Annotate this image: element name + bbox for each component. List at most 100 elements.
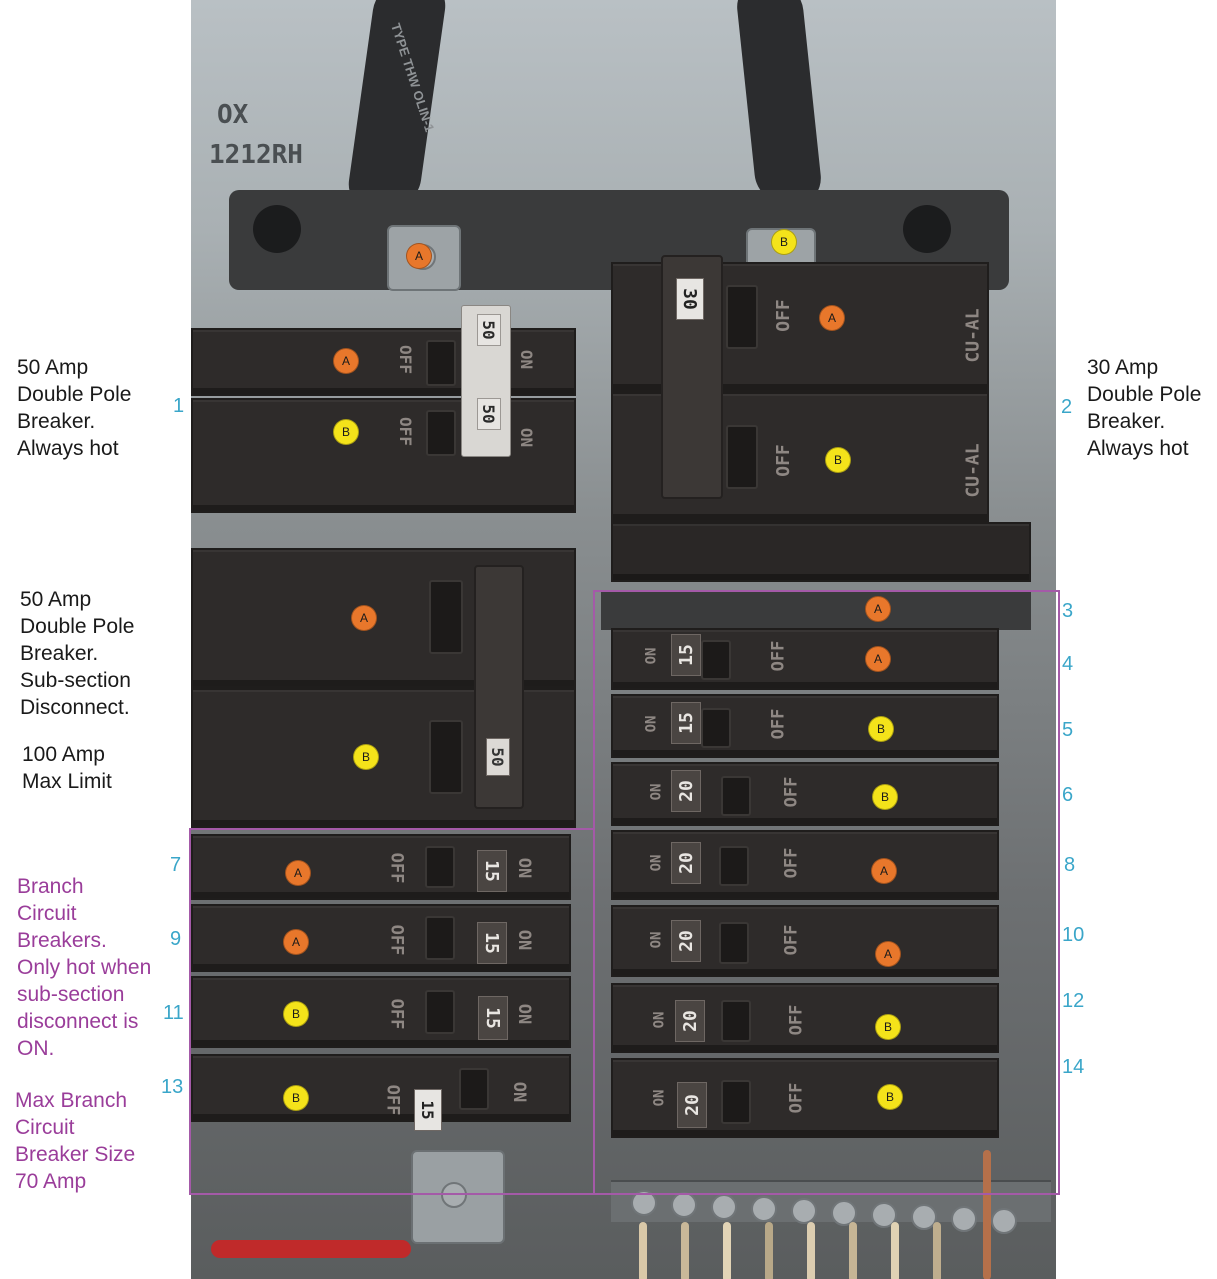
neutral-screw-3 <box>711 1194 737 1220</box>
neutral-screw-5 <box>791 1198 817 1224</box>
circuit-number-7: 7 <box>170 854 182 876</box>
wire-2 <box>681 1222 689 1279</box>
breaker-8-handle[interactable] <box>719 846 749 886</box>
breaker-13-phase-dot: B <box>283 1085 309 1111</box>
breaker-11-handle[interactable] <box>425 990 455 1034</box>
neutral-screw-8 <box>911 1204 937 1230</box>
breaker-2-off-mark-a: OFF <box>772 299 794 332</box>
breaker-2-handle-b[interactable] <box>726 425 758 489</box>
neutral-screw-6 <box>831 1200 857 1226</box>
neutral-screw-10 <box>991 1208 1017 1234</box>
wire-4 <box>765 1222 773 1279</box>
right-subsection-outline <box>593 590 1060 1195</box>
neutral-screw-9 <box>951 1206 977 1232</box>
red-wire <box>211 1240 411 1258</box>
breaker-1-pole-a[interactable] <box>191 328 576 396</box>
subsection-handle-b[interactable] <box>429 720 463 794</box>
breaker-4-phase-dot: A <box>865 646 891 672</box>
annotation-breaker-2: 30 Amp Double Pole Breaker. Always hot <box>1087 356 1202 460</box>
breaker-14-phase-dot: B <box>877 1084 903 1110</box>
neutral-screw-2 <box>671 1192 697 1218</box>
breaker-2-cual-mark-a: CU-AL <box>962 308 984 363</box>
subsection-rating: 50 <box>486 738 510 776</box>
mounting-hole-left <box>253 205 301 253</box>
outline-cover-inner <box>595 830 597 1193</box>
circuit-number-5: 5 <box>1062 719 1074 741</box>
annotation-max-branch-size: Max Branch Circuit Breaker Size 70 Amp <box>15 1089 136 1193</box>
annotation-max-limit: 100 Amp Max Limit <box>22 743 112 793</box>
breaker-7[interactable] <box>191 834 571 900</box>
subsection-phase-a-dot: A <box>351 605 377 631</box>
circuit-number-14: 14 <box>1062 1056 1085 1078</box>
electrical-panel-photo: OX 1212RH TYPE THW OLIN-1 OFF OFF ON ON … <box>191 0 1056 1279</box>
breaker-13-handle[interactable] <box>459 1068 489 1110</box>
breaker-8-phase-dot: A <box>871 858 897 884</box>
stamp-line-1: OX <box>217 100 249 130</box>
breaker-1-handle-a[interactable] <box>426 340 456 386</box>
ground-lug-screw <box>441 1182 467 1208</box>
copper-ground-wire <box>983 1150 991 1279</box>
circuit-number-11: 11 <box>163 1002 184 1024</box>
subsection-phase-b-dot: B <box>353 744 379 770</box>
breaker-1-handle-b[interactable] <box>426 410 456 456</box>
breaker-6-handle[interactable] <box>721 776 751 816</box>
wire-3 <box>723 1222 731 1279</box>
left-subsection-outline <box>189 828 595 1195</box>
panel-stamp: OX 1212RH <box>209 95 303 175</box>
breaker-12-phase-dot: B <box>875 1014 901 1040</box>
breaker-1-phase-a-dot: A <box>333 348 359 374</box>
circuit-number-6: 6 <box>1062 784 1074 806</box>
breaker-5-handle[interactable] <box>701 708 731 748</box>
breaker-7-handle[interactable] <box>425 846 455 888</box>
annotation-breaker-1: 50 Amp Double Pole Breaker. Always hot <box>17 356 132 460</box>
branch-3-phase-dot: A <box>865 596 891 622</box>
stamp-line-2: 1212RH <box>209 140 303 170</box>
wire-6 <box>849 1222 857 1279</box>
breaker-1-rating-bottom: 50 <box>477 398 501 430</box>
wire-7 <box>891 1222 899 1279</box>
breaker-14-handle[interactable] <box>721 1080 751 1124</box>
breaker-2-phase-a-dot: A <box>819 305 845 331</box>
breaker-4-handle[interactable] <box>701 640 731 680</box>
main-lug-a-phase-dot: A <box>406 243 432 269</box>
breaker-2-base <box>611 522 1031 582</box>
breaker-12-handle[interactable] <box>721 1000 751 1042</box>
annotation-branch-breakers: Branch Circuit Breakers. Only hot when s… <box>17 875 152 1060</box>
neutral-screw-4 <box>751 1196 777 1222</box>
breaker-1-on-mark-b: ON <box>517 427 537 448</box>
circuit-number-8: 8 <box>1064 854 1076 876</box>
subsection-handle-a[interactable] <box>429 580 463 654</box>
circuit-number-13: 13 <box>161 1076 184 1098</box>
breaker-10-phase-dot: A <box>875 941 901 967</box>
breaker-2-handle-a[interactable] <box>726 285 758 349</box>
mounting-hole-right <box>903 205 951 253</box>
circuit-number-9: 9 <box>170 928 182 950</box>
breaker-1-rating-top: 50 <box>477 314 501 346</box>
breaker-2-phase-b-dot: B <box>825 447 851 473</box>
breaker-1-off-mark-a: OFF <box>395 345 415 374</box>
breaker-1-on-mark-a: ON <box>517 349 537 370</box>
wire-8 <box>933 1222 941 1279</box>
wire-5 <box>807 1222 815 1279</box>
breaker-2-cual-mark-b: CU-AL <box>962 443 984 498</box>
circuit-number-12: 12 <box>1062 990 1085 1012</box>
wire-1 <box>639 1222 647 1279</box>
breaker-1-phase-b-dot: B <box>333 419 359 445</box>
annotation-subsection-disconnect: 50 Amp Double Pole Breaker. Sub-section … <box>20 588 135 719</box>
circuit-number-1: 1 <box>173 395 185 417</box>
circuit-number-4: 4 <box>1062 653 1074 675</box>
main-lug-b-phase-dot: B <box>771 229 797 255</box>
circuit-number-2: 2 <box>1061 396 1073 418</box>
breaker-5-phase-dot: B <box>868 716 894 742</box>
feed-cable-b <box>734 0 824 205</box>
breaker-13[interactable] <box>191 1054 571 1122</box>
circuit-number-10: 10 <box>1062 924 1085 946</box>
breaker-7-phase-dot: A <box>285 860 311 886</box>
breaker-9[interactable] <box>191 904 571 972</box>
breaker-1-pole-b[interactable] <box>191 398 576 513</box>
breaker-9-phase-dot: A <box>283 929 309 955</box>
breaker-9-handle[interactable] <box>425 916 455 960</box>
breaker-1-off-mark-b: OFF <box>395 417 415 446</box>
breaker-14[interactable] <box>611 1058 999 1138</box>
breaker-10-handle[interactable] <box>719 922 749 964</box>
